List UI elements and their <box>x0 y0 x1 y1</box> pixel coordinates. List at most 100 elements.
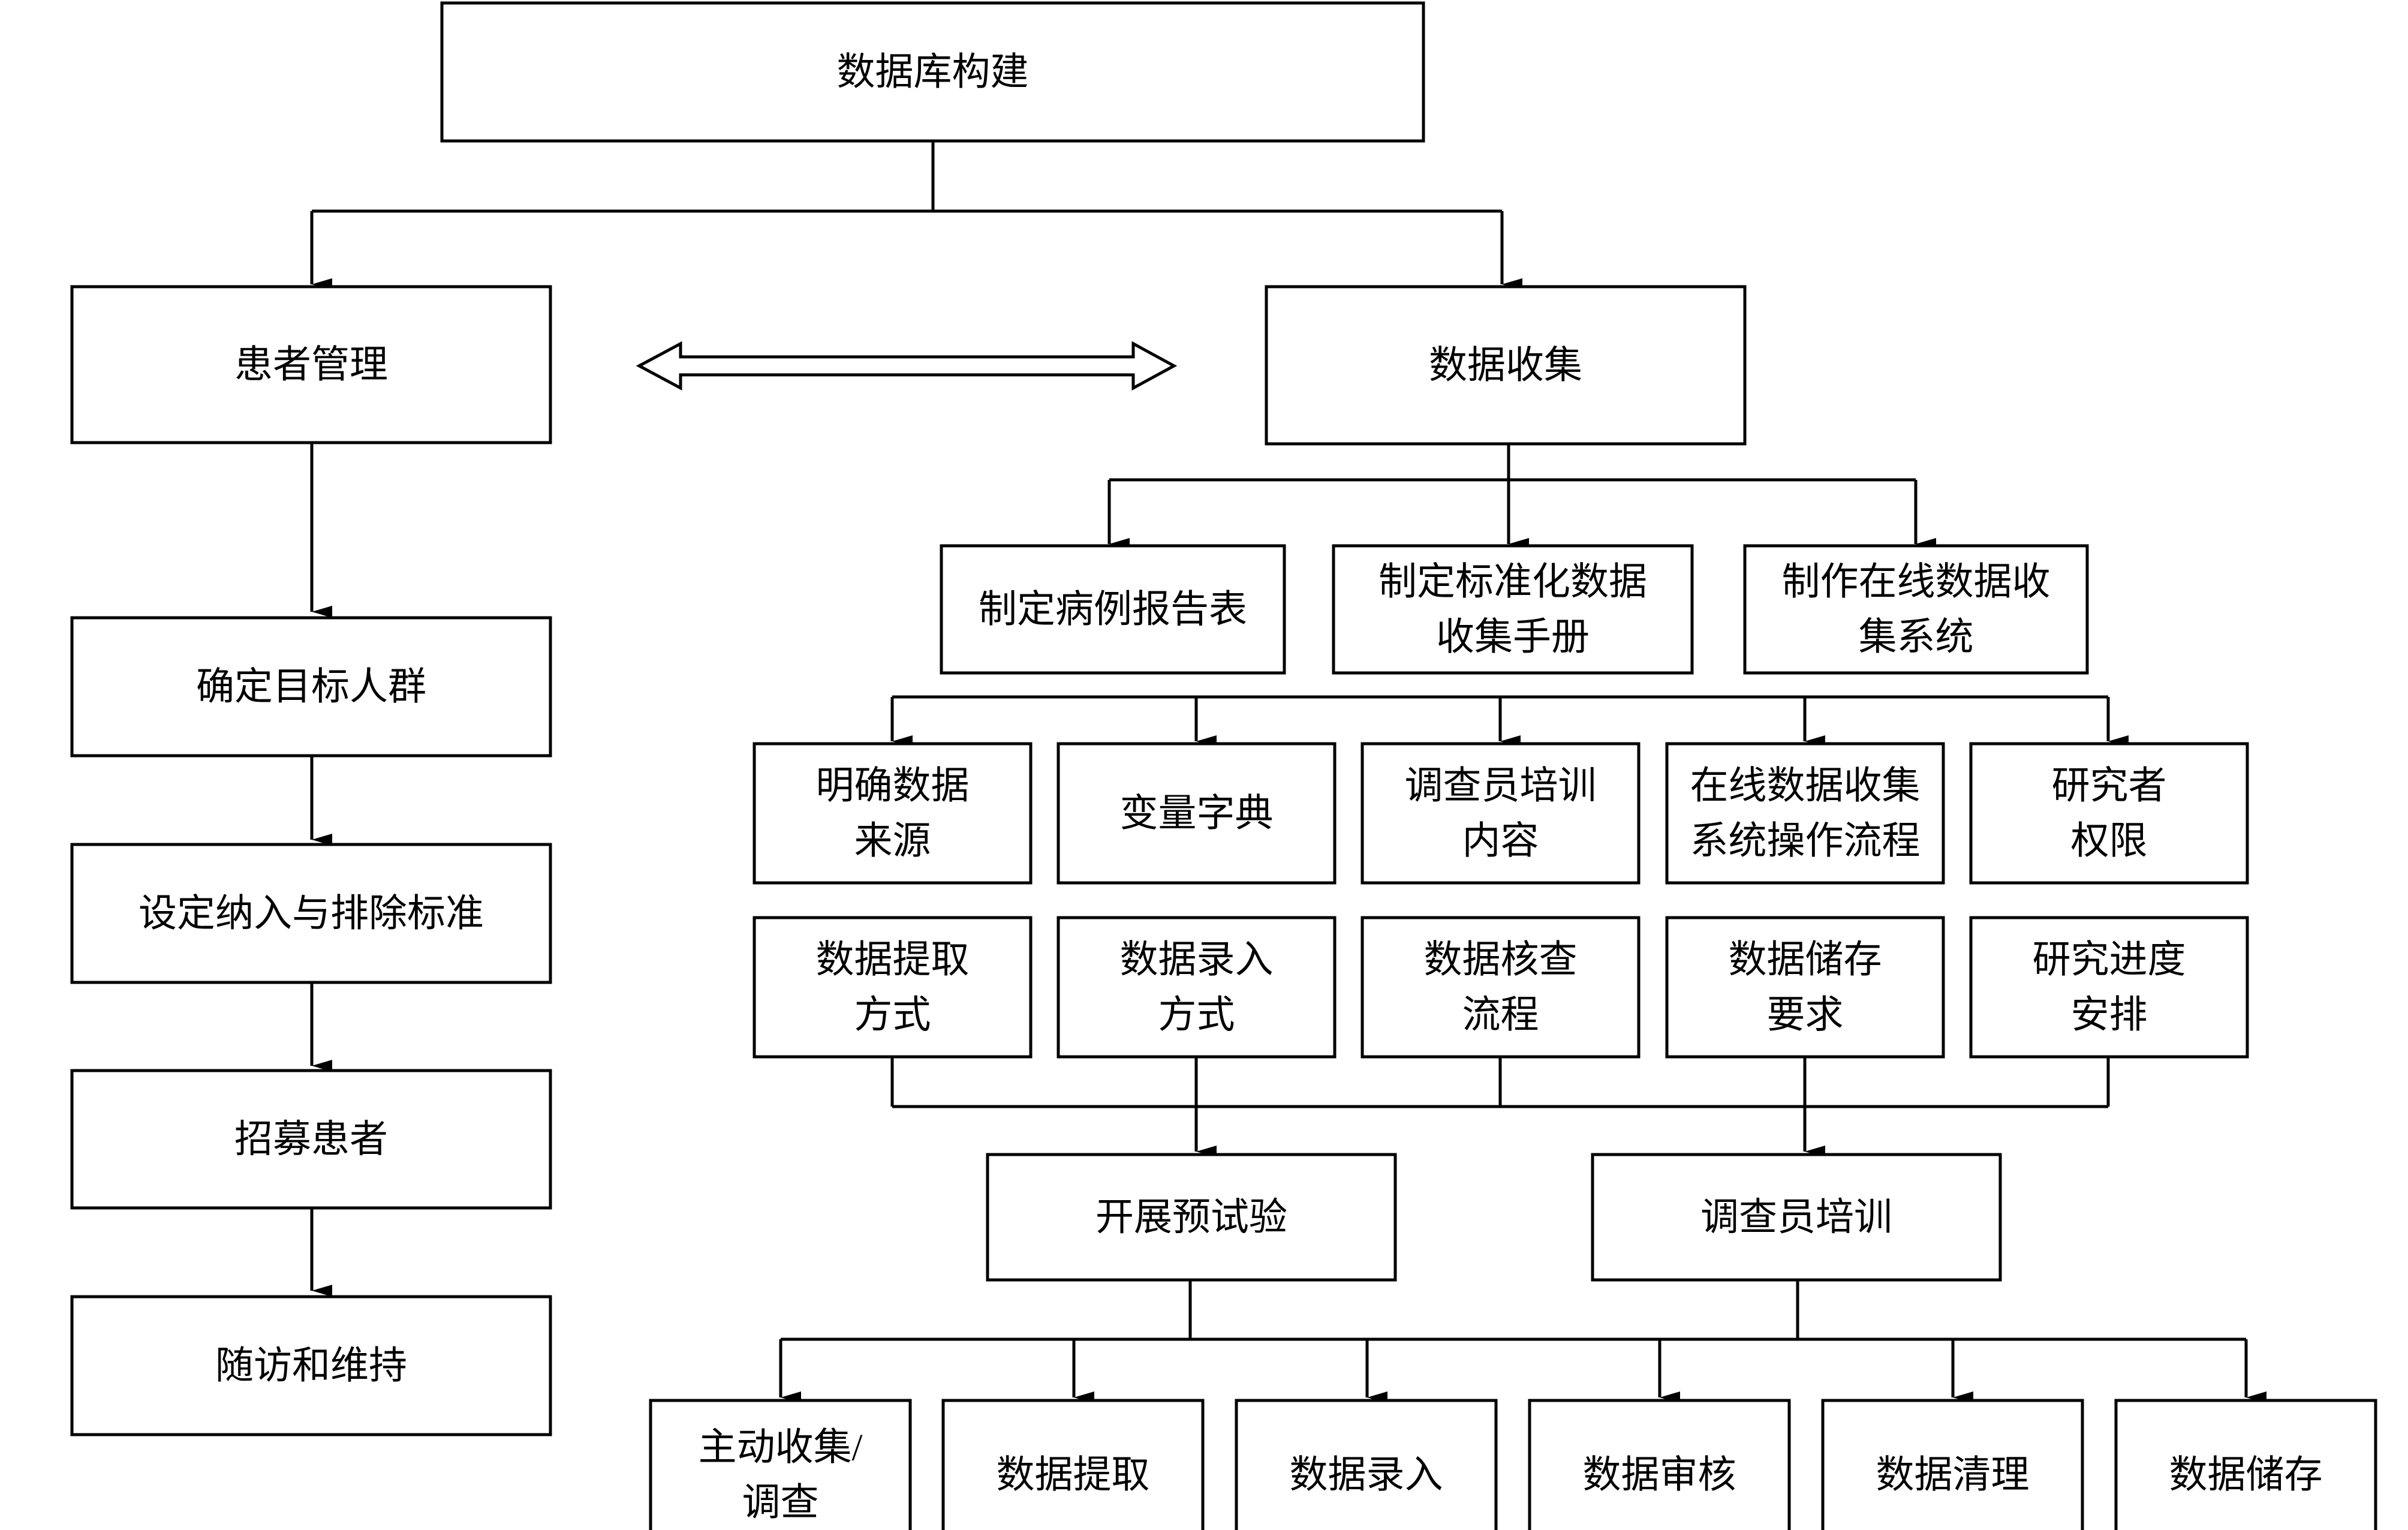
box-label: 数据录入 <box>1290 1454 1443 1496</box>
box-label: 方式 <box>1158 994 1235 1036</box>
connectors <box>310 141 2266 1403</box>
box-target-population: 确定目标人群 <box>70 616 552 758</box>
box-frame <box>752 916 1033 1059</box>
box-frame <box>440 1 1425 143</box>
box-frame <box>70 1295 552 1436</box>
box-label: 内容 <box>1462 820 1539 862</box>
box-label: 随访和维持 <box>215 1345 407 1387</box>
box-frame <box>1665 742 1945 885</box>
box-label: 安排 <box>2071 994 2148 1036</box>
box-label: 开展预试验 <box>1095 1196 1287 1239</box>
box-label: 数据提取 <box>997 1454 1150 1496</box>
box-root: 数据库构建 <box>440 1 1425 143</box>
box-label: 主动收集/ <box>699 1426 863 1469</box>
box-label: 研究进度 <box>2033 939 2186 981</box>
box-frame <box>70 285 552 444</box>
box-label: 制定病例报告表 <box>979 588 1247 631</box>
box-storage: 数据储存 <box>2114 1399 2377 1530</box>
box-label: 数据录入 <box>1120 939 1274 981</box>
box-frame <box>1056 916 1337 1059</box>
box-label: 方式 <box>854 994 931 1036</box>
box-active-collect: 主动收集/调查 <box>649 1399 912 1530</box>
box-recruit: 招募患者 <box>70 1069 552 1210</box>
box-frame <box>941 1399 1205 1530</box>
box-label: 数据储存 <box>2169 1454 2323 1496</box>
box-frame <box>70 843 552 984</box>
box-frame <box>1360 742 1641 885</box>
box-label: 数据清理 <box>1876 1454 2030 1496</box>
box-label: 系统操作流程 <box>1690 820 1921 862</box>
box-cleaning: 数据清理 <box>1821 1399 2084 1530</box>
box-label: 数据核查 <box>1424 939 1578 981</box>
box-frame <box>1821 1399 2084 1530</box>
box-label: 数据审核 <box>1583 1454 1736 1496</box>
box-label: 招募患者 <box>234 1118 388 1161</box>
box-label: 变量字典 <box>1120 792 1274 835</box>
box-label: 患者管理 <box>234 344 388 386</box>
box-entry: 数据录入 <box>1235 1399 1498 1530</box>
box-frame <box>1528 1399 1791 1530</box>
box-label: 收集手册 <box>1436 616 1590 659</box>
box-label: 数据提取 <box>816 939 970 981</box>
box-frame <box>2114 1399 2377 1530</box>
box-frame <box>1360 916 1641 1059</box>
box-criteria: 设定纳入与排除标准 <box>70 843 552 984</box>
box-frame <box>940 544 1286 675</box>
boxes: 数据库构建 患者管理 数据收集 确定目标人群 设定纳入与排除标准 招募患者 随访… <box>70 1 2377 1530</box>
box-review: 数据审核 <box>1528 1399 1791 1530</box>
box-patient-mgmt: 患者管理 <box>70 285 552 444</box>
box-frame <box>1743 544 2089 675</box>
box-label: 来源 <box>854 820 931 862</box>
box-extract: 数据提取 <box>941 1399 1205 1530</box>
box-label: 设定纳入与排除标准 <box>139 892 484 935</box>
box-frame <box>752 742 1033 885</box>
box-crf: 制定病例报告表 <box>940 544 1286 675</box>
box-followup: 随访和维持 <box>70 1295 552 1436</box>
box-label: 明确数据 <box>816 765 970 807</box>
box-frame <box>70 1069 552 1210</box>
box-label: 权限 <box>2071 820 2148 862</box>
box-label: 研究者 <box>2052 765 2167 807</box>
box-investigator-training: 调查员培训 <box>1591 1153 2002 1282</box>
box-data-collection: 数据收集 <box>1265 285 1747 446</box>
box-frame <box>649 1399 912 1530</box>
box-label: 制作在线数据收 <box>1782 561 2051 603</box>
box-label: 调查员培训 <box>1405 765 1597 807</box>
box-frame <box>1665 916 1945 1059</box>
box-label: 数据储存 <box>1729 939 1882 981</box>
box-label: 调查 <box>742 1481 819 1524</box>
box-label: 在线数据收集 <box>1690 765 1921 807</box>
box-frame <box>70 616 552 758</box>
box-frame <box>1056 742 1337 885</box>
box-label: 数据库构建 <box>837 51 1029 94</box>
box-label: 确定目标人群 <box>196 666 426 708</box>
box-frame <box>1969 742 2249 885</box>
box-label: 数据收集 <box>1429 344 1582 387</box>
box-frame <box>1591 1153 2002 1282</box>
box-frame <box>1969 916 2249 1059</box>
box-frame <box>1235 1399 1498 1530</box>
box-label: 调查员培训 <box>1700 1196 1892 1239</box>
box-pilot: 开展预试验 <box>986 1153 1397 1282</box>
box-frame <box>1265 285 1747 446</box>
box-frame <box>986 1153 1397 1282</box>
box-label: 集系统 <box>1859 616 1974 659</box>
double-arrow-icon <box>636 341 1178 391</box>
box-label: 要求 <box>1767 994 1844 1036</box>
box-label: 流程 <box>1462 994 1539 1036</box>
box-frame <box>1332 544 1694 675</box>
box-label: 制定标准化数据 <box>1378 561 1647 603</box>
box-dictionary: 变量字典 <box>1056 742 1337 885</box>
